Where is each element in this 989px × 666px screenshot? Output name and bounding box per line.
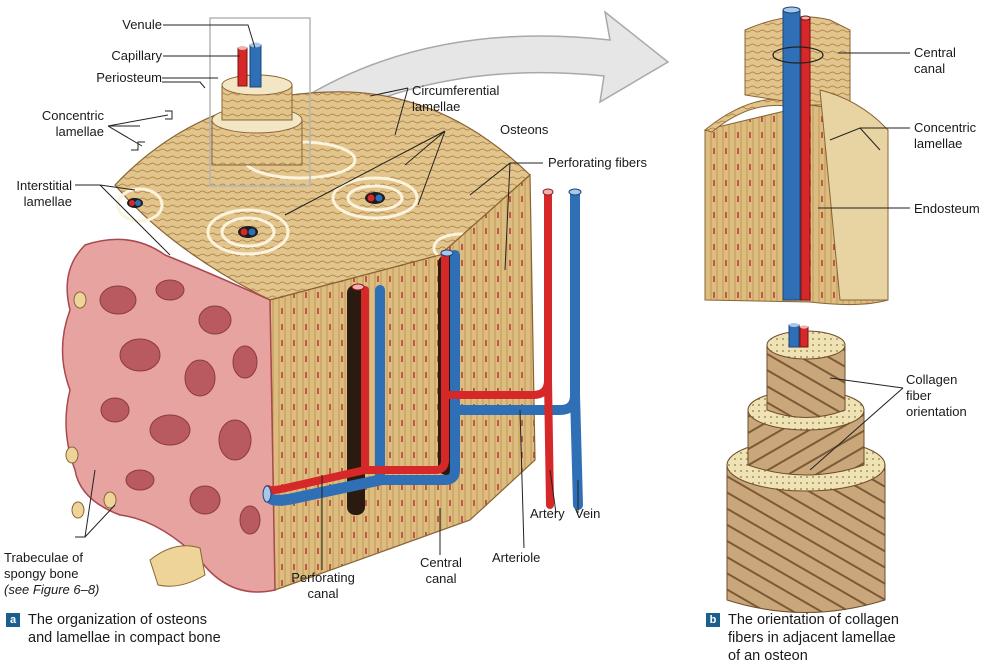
label-concentric-lamellae-b: Concentric lamellae (914, 120, 977, 151)
osteon-cylinder (211, 42, 303, 166)
panel-b-caption: The orientation of collagen fibers in ad… (728, 612, 899, 664)
label-vein: Vein (575, 506, 601, 521)
label-perforating-canal: Perforating canal (291, 570, 355, 601)
label-concentric-lamellae: Concentric lamellae (41, 108, 104, 139)
label-venule: Venule (122, 17, 162, 32)
trabecula-stubs (65, 291, 206, 587)
label-trabeculae: Trabeculae of spongy bone (4, 550, 84, 581)
label-artery: Artery (530, 506, 565, 521)
spongy-holes (99, 279, 261, 535)
label-central-canal: Central canal (420, 555, 462, 586)
osteon-lamellae-cylinder (726, 323, 886, 613)
label-capillary: Capillary (111, 48, 162, 63)
label-central-canal-b: Central canal (914, 45, 956, 76)
vessel-ends (262, 188, 582, 503)
leader-lines (75, 24, 910, 570)
panel-a-badge: a (6, 613, 20, 627)
canals-top (127, 192, 385, 238)
label-periosteum: Periosteum (96, 70, 162, 85)
panel-a-caption: The organization of osteons and lamellae… (28, 612, 221, 646)
osteon-cutaway (703, 6, 889, 306)
label-perforating-fibers: Perforating fibers (548, 155, 647, 170)
zoom-box (209, 17, 311, 187)
label-arteriole: Arteriole (492, 550, 541, 565)
label-interstitial-lamellae: Interstitial lamellae (16, 178, 72, 209)
label-collagen-fiber-orientation: Collagen fiber orientation (906, 372, 967, 419)
label-circumferential-lamellae: Circumferential lamellae (412, 83, 500, 114)
label-see-figure: (see Figure 6–8) (4, 582, 100, 597)
label-osteons: Osteons (500, 122, 549, 137)
label-endosteum: Endosteum (914, 201, 980, 216)
zoom-arrow (298, 10, 670, 121)
panel-b-badge: b (706, 613, 720, 627)
